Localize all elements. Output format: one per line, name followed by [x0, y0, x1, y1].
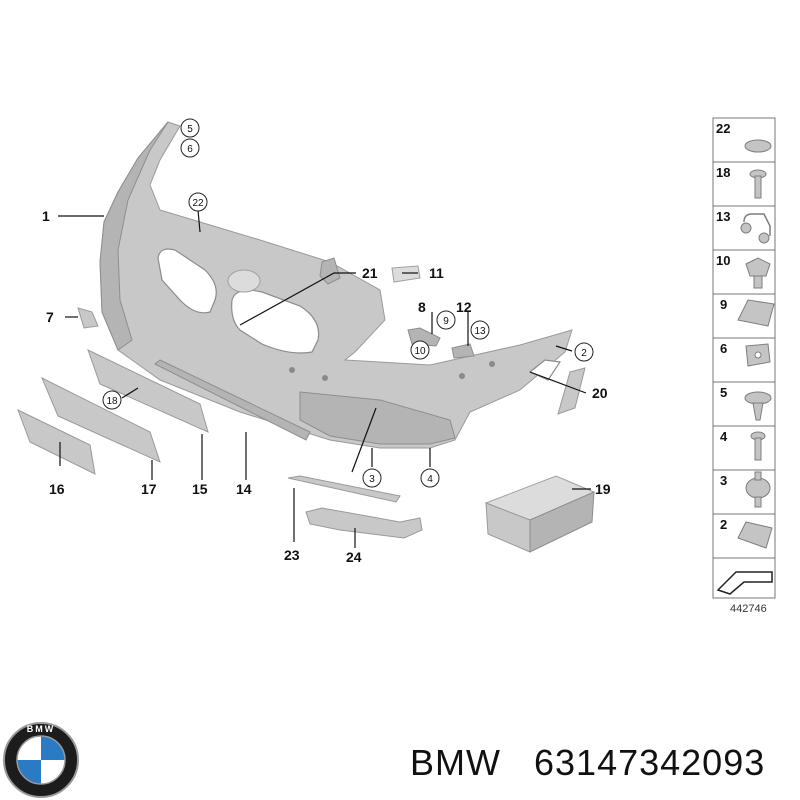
panel-item-3: 3: [720, 473, 727, 488]
spring-clip-icon: [737, 299, 775, 327]
callout-13: 13: [474, 326, 486, 337]
washer-icon: [744, 139, 772, 153]
callout-23: 23: [284, 547, 300, 563]
trim-strip-17: [41, 376, 161, 463]
callout-16: 16: [49, 481, 65, 497]
panel-item-5: 5: [720, 385, 727, 400]
callout-12: 12: [456, 299, 472, 315]
bumper-cover: [99, 121, 573, 449]
u-nut-icon: [737, 521, 773, 549]
trim-strip-14: [154, 359, 311, 441]
trim-strip-16: [17, 409, 96, 475]
callout-15: 15: [192, 481, 208, 497]
brand-name: BMW: [410, 742, 501, 783]
callout-20: 20: [592, 385, 608, 401]
callout-5: 5: [187, 124, 193, 135]
push-rivet-icon: [744, 391, 772, 421]
cover-7: [77, 307, 99, 329]
bmw-logo: BMW: [3, 722, 79, 798]
bracket-24: [305, 507, 423, 539]
box-19: [484, 475, 596, 553]
expanding-nut-icon: [745, 257, 771, 289]
callout-17: 17: [141, 481, 157, 497]
callout-11: 11: [429, 265, 444, 281]
panel-item-4: 4: [720, 429, 728, 444]
svg-text:BMW: BMW: [27, 724, 56, 734]
callout-14: 14: [236, 481, 252, 497]
grille-20: [557, 367, 586, 415]
callout-3: 3: [369, 474, 375, 485]
callout-21: 21: [362, 265, 378, 281]
callout-numbers: 1 7 21 11 8 12 20 19 16 17 15 14 23 24: [42, 208, 611, 565]
callout-22: 22: [192, 198, 204, 209]
panel-item-13: 13: [716, 209, 730, 224]
callout-18: 18: [106, 396, 118, 407]
callout-2: 2: [581, 348, 587, 359]
callout-8: 8: [418, 299, 426, 315]
direction-arrow-icon: [716, 571, 773, 595]
callout-19: 19: [595, 481, 611, 497]
square-nut-icon: [745, 343, 771, 367]
callout-7: 7: [46, 309, 54, 325]
part-number: 63147342093: [534, 742, 765, 783]
screw-icon: [749, 169, 767, 199]
callout-1: 1: [42, 208, 50, 224]
panel-item-6: 6: [720, 341, 727, 356]
callout-6: 6: [187, 144, 193, 155]
panel-item-9: 9: [720, 297, 727, 312]
callout-24: 24: [346, 549, 362, 565]
clip-spring-icon: [740, 213, 771, 244]
panel-item-10: 10: [716, 253, 730, 268]
panel-item-18: 18: [716, 165, 730, 180]
drawing-number: 442746: [730, 603, 767, 615]
fastener-panel: 22 18 13 10 9 6 5 4 3 2: [712, 117, 776, 615]
pin-icon: [750, 431, 766, 461]
trim-strip-18: [87, 349, 209, 433]
leader-lines: [58, 209, 591, 548]
expansion-rivet-icon: [745, 471, 771, 508]
callout-10: 10: [414, 346, 426, 357]
strip-23: [287, 475, 401, 503]
callout-9: 9: [443, 316, 449, 327]
circled-callouts: 5 6 22 9 10 13 2 3 4 18: [102, 118, 594, 488]
callout-4: 4: [427, 474, 433, 485]
panel-item-22: 22: [716, 121, 730, 136]
panel-item-2: 2: [720, 517, 727, 532]
